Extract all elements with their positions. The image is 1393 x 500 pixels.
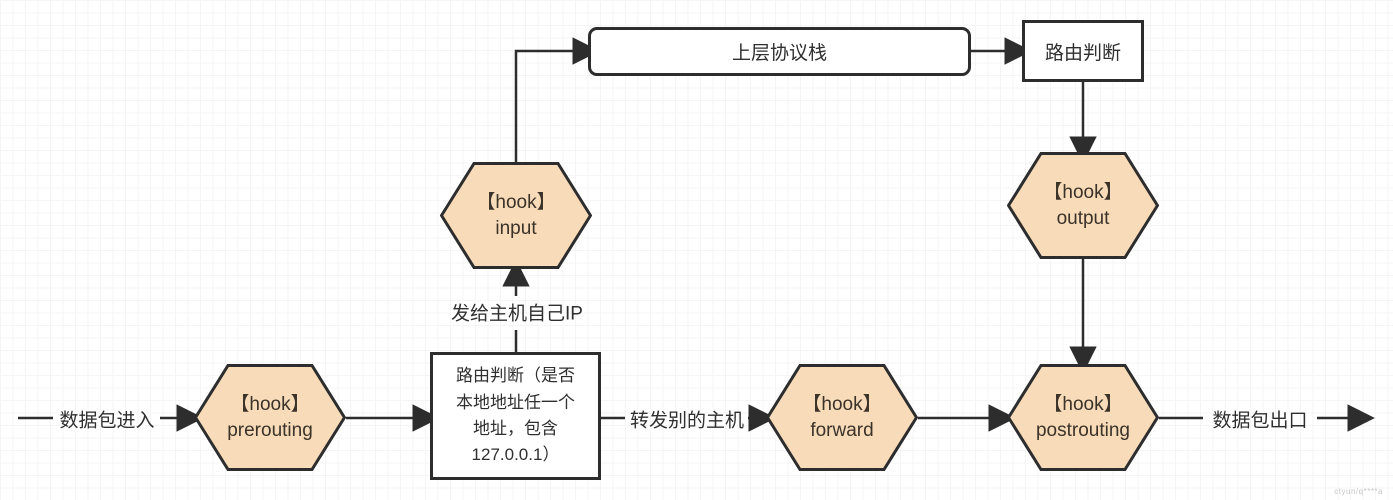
- hook-tag: 【hook】: [1043, 394, 1123, 416]
- node-route-decision-top: 路由判断: [1022, 20, 1144, 82]
- hexagon-shape-icon: [1007, 364, 1159, 471]
- node-hook-prerouting: 【hook】 prerouting: [194, 364, 346, 471]
- edge-input-to-stack: [514, 37, 600, 163]
- node-upper-protocol-stack-label: 上层协议栈: [731, 43, 827, 64]
- hook-tag: 【hook】: [230, 394, 310, 416]
- node-hook-prerouting-label: 【hook】 prerouting: [194, 364, 346, 471]
- edge-label-packet-in: 数据包进入: [59, 410, 155, 432]
- hexagon-shape-icon: [1007, 152, 1159, 259]
- edge-label-to-self-ip: 发给主机自己IP: [451, 303, 583, 325]
- node-hook-output: 【hook】 output: [1007, 152, 1159, 259]
- node-route-decision-main: 路由判断（是否 本地地址任一个 地址，包含 127.0.0.1）: [430, 352, 601, 480]
- hook-name: postrouting: [1035, 419, 1130, 441]
- node-hook-output-label: 【hook】 output: [1007, 152, 1159, 259]
- node-hook-postrouting-label: 【hook】 postrouting: [1007, 364, 1159, 471]
- hexagon-shape-icon: [766, 364, 918, 471]
- node-hook-forward: 【hook】 forward: [766, 364, 918, 471]
- node-hook-input: 【hook】 input: [440, 162, 592, 269]
- hook-name: prerouting: [227, 419, 313, 441]
- hook-name: output: [1056, 207, 1110, 229]
- watermark: ctyun/q****a: [1334, 487, 1383, 496]
- node-route-decision-top-label: 路由判断: [1044, 42, 1121, 64]
- edge-label-packet-out: 数据包出口: [1212, 410, 1308, 432]
- node-hook-postrouting: 【hook】 postrouting: [1007, 364, 1159, 471]
- hook-tag: 【hook】: [1043, 182, 1123, 204]
- hook-tag: 【hook】: [476, 192, 556, 214]
- node-hook-forward-label: 【hook】 forward: [766, 364, 918, 471]
- hexagon-shape-icon: [194, 364, 346, 471]
- node-route-decision-main-label: 路由判断（是否 本地地址任一个 地址，包含 127.0.0.1）: [456, 366, 575, 465]
- hook-name: forward: [810, 419, 874, 441]
- hexagon-shape-icon: [440, 162, 592, 269]
- hook-tag: 【hook】: [802, 394, 882, 416]
- edge-label-forward-other-host: 转发别的主机: [629, 410, 745, 432]
- hook-name: input: [495, 217, 537, 239]
- node-upper-protocol-stack: 上层协议栈: [588, 27, 971, 76]
- node-hook-input-label: 【hook】 input: [440, 162, 592, 269]
